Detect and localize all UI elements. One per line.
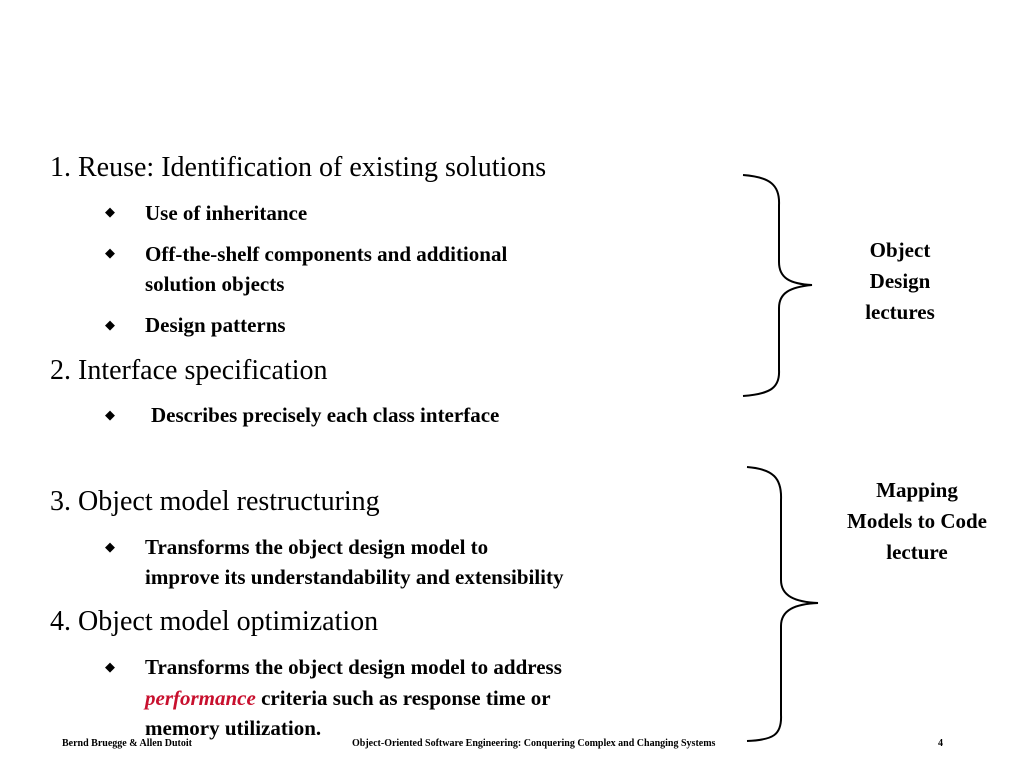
item-heading-2: 2. Interface specification bbox=[50, 355, 328, 386]
right-brace-object-design bbox=[742, 174, 813, 397]
label-design: Design bbox=[869, 269, 931, 293]
bullet-diamond-icon: ◆ bbox=[105, 407, 115, 422]
footer-authors: Bernd Bruegge & Allen Dutoit bbox=[62, 738, 192, 749]
label-object-design-lectures: Object Design lectures bbox=[830, 235, 970, 328]
bullet-transforms-restructuring-line1: Transforms the object design model to bbox=[145, 535, 489, 559]
item-heading-3: 3. Object model restructuring bbox=[50, 486, 380, 517]
label-object: Object bbox=[869, 238, 931, 262]
line2-rest: criteria such as response time or bbox=[255, 686, 551, 710]
footer-page-number: 4 bbox=[938, 738, 943, 749]
bullet-diamond-icon: ◆ bbox=[105, 539, 115, 554]
bullet-design-patterns: Design patterns bbox=[145, 313, 286, 337]
bullet-diamond-icon: ◆ bbox=[105, 204, 115, 219]
label-models-to-code: Models to Code bbox=[847, 509, 987, 533]
bullet-off-the-shelf-line2: solution objects bbox=[145, 272, 285, 296]
bullet-off-the-shelf-line1: Off-the-shelf components and additional bbox=[145, 242, 508, 266]
bullet-transforms-optimization-line3: memory utilization. bbox=[145, 716, 322, 740]
bullet-transforms-restructuring-line2: improve its understandability and extens… bbox=[145, 565, 564, 589]
footer-book-title: Object-Oriented Software Engineering: Co… bbox=[352, 738, 716, 749]
label-lectures: lectures bbox=[865, 300, 935, 324]
bullet-diamond-icon: ◆ bbox=[105, 245, 115, 260]
bullet-transforms-optimization-line2: performance criteria such as response ti… bbox=[145, 683, 551, 714]
bullet-diamond-icon: ◆ bbox=[105, 659, 115, 674]
right-brace-mapping bbox=[746, 466, 819, 742]
bullet-describes-interface: Describes precisely each class interface bbox=[151, 403, 500, 427]
item-heading-4: 4. Object model optimization bbox=[50, 606, 379, 637]
label-lecture: lecture bbox=[886, 540, 948, 564]
bullet-use-of-inheritance: Use of inheritance bbox=[145, 201, 308, 225]
label-mapping: Mapping bbox=[876, 478, 958, 502]
label-mapping-lecture: Mapping Models to Code lecture bbox=[822, 475, 1012, 568]
item-heading-1: 1. Reuse: Identification of existing sol… bbox=[50, 152, 547, 183]
bullet-transforms-optimization-line1: Transforms the object design model to ad… bbox=[145, 655, 562, 679]
emphasis-performance: performance bbox=[145, 686, 256, 710]
bullet-diamond-icon: ◆ bbox=[105, 317, 115, 332]
